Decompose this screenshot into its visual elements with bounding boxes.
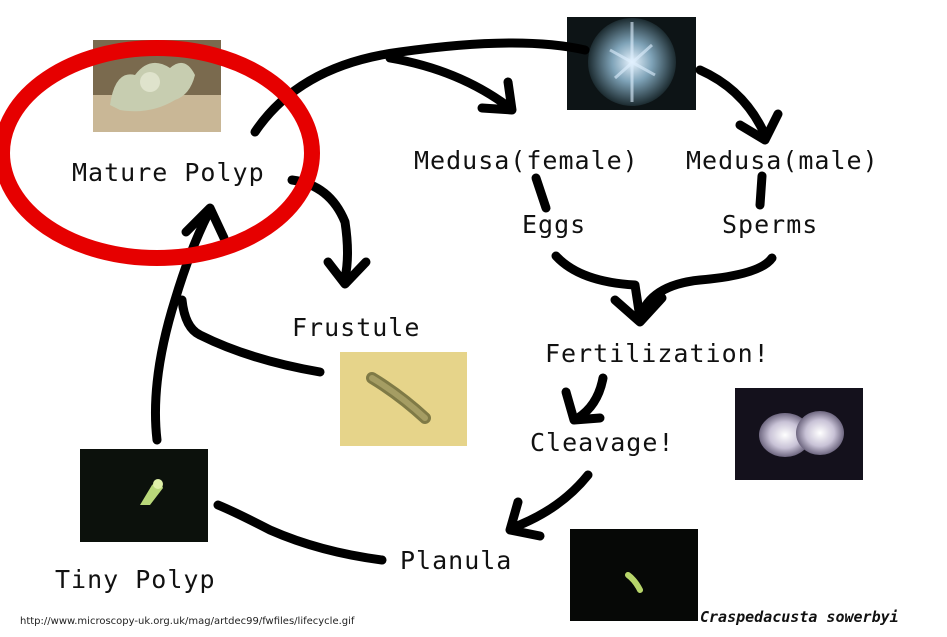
label-medusa-male: Medusa(male)	[686, 146, 879, 175]
label-planula: Planula	[400, 546, 512, 575]
tiny-polyp-photo	[80, 449, 208, 542]
label-medusa-female: Medusa(female)	[414, 146, 639, 175]
label-sperms: Sperms	[722, 210, 818, 239]
arrow-fertilization-to-cleavage	[578, 378, 603, 418]
arrow-to-medusa-female	[390, 58, 510, 108]
cleavage-photo	[735, 388, 863, 480]
label-fertilization: Fertilization!	[545, 339, 770, 368]
arrow-planula-to-tiny-polyp	[218, 505, 382, 560]
medusa-photo	[567, 17, 696, 110]
label-cleavage: Cleavage!	[530, 428, 674, 457]
label-eggs: Eggs	[522, 210, 586, 239]
source-url: http://www.microscopy-uk.org.uk/mag/artd…	[20, 616, 354, 627]
arrow-sperms-to-fertilization	[640, 258, 772, 318]
label-frustule: Frustule	[292, 313, 420, 342]
planula-photo	[570, 529, 698, 621]
connector-female-eggs	[536, 178, 546, 208]
connector-male-sperms	[760, 176, 762, 205]
arrow-cleavage-to-planula	[512, 475, 588, 528]
label-tiny-polyp: Tiny Polyp	[55, 565, 216, 594]
species-name: Craspedacusta sowerbyi	[700, 608, 899, 626]
frustule-photo	[340, 352, 467, 446]
arrow-to-medusa-male	[700, 70, 765, 135]
label-mature-polyp: Mature Polyp	[72, 158, 265, 187]
